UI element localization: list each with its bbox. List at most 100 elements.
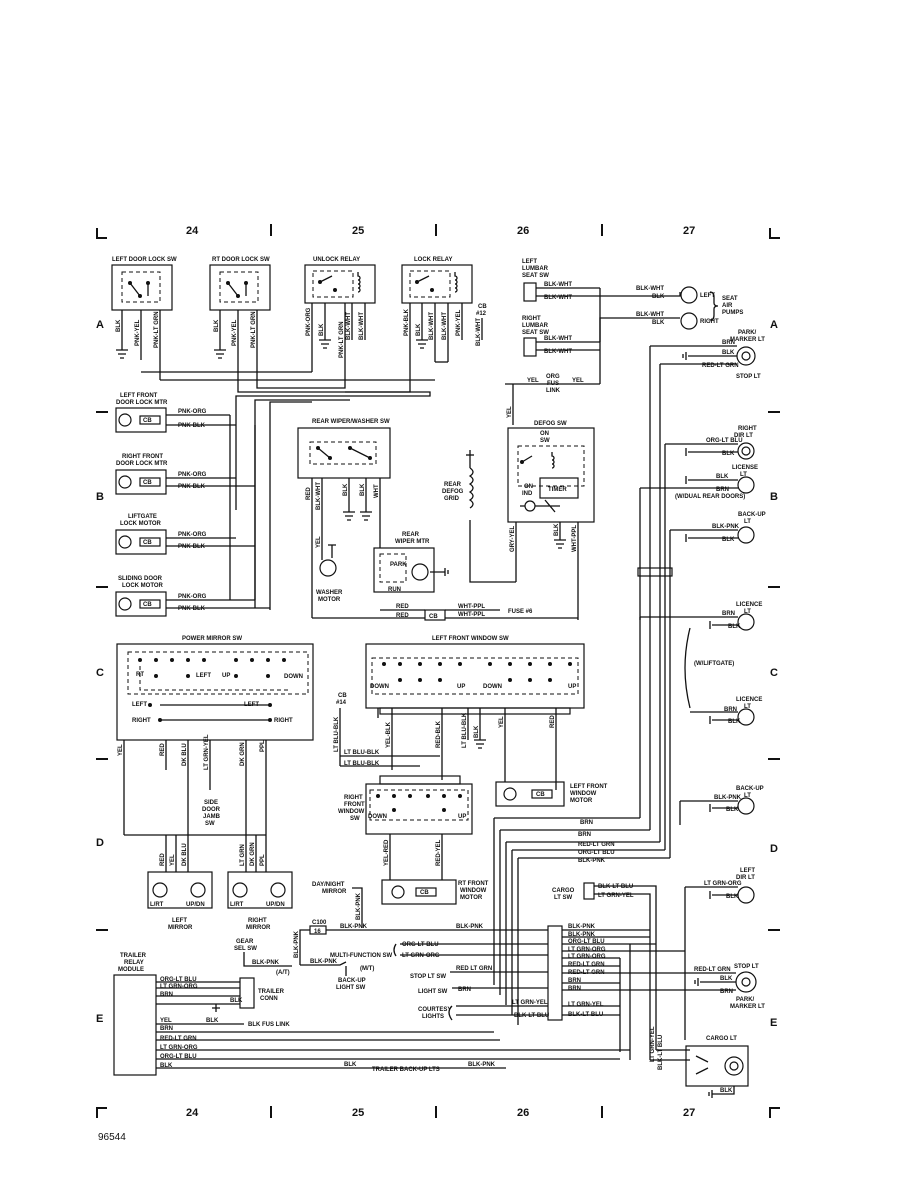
wire-label: BRN: [580, 820, 593, 826]
rf-window-sw-label-4: SW: [350, 816, 360, 822]
wire-label: PNK-YEL: [232, 319, 238, 346]
wire-label: DK GRN: [250, 842, 256, 866]
liftgate-note: (W/LIFTGATE): [684, 627, 734, 709]
right-sel-label-2: RIGHT: [274, 718, 293, 724]
wire-label: PPL: [260, 740, 266, 752]
wire-label: RED: [160, 853, 166, 866]
license-label-2: LT: [740, 472, 747, 478]
side-door-label-2: DOOR: [202, 807, 221, 813]
wire-label: BLK: [160, 1063, 173, 1069]
right-dir-label-1: RIGHT: [738, 426, 757, 432]
column-labels-top: 24 25 26 27: [186, 225, 695, 237]
wire-label: RED: [396, 613, 409, 619]
back-up-lt-top: BACK-UP LT BLK-PNK BLK: [670, 512, 766, 544]
down-label: DOWN: [370, 684, 389, 690]
col-24-top: 24: [186, 225, 199, 237]
stop-lt-sw-label: STOP LT SW: [410, 974, 446, 980]
wire-label: ORG-LT BLU: [568, 939, 605, 945]
cb14-label-2: #14: [336, 700, 347, 706]
wire-label: BLK-PNK: [712, 524, 740, 530]
wire-label: PNK-LT GRN: [251, 311, 257, 348]
right-lumbar-label-3: SEAT SW: [522, 330, 549, 336]
wire-label: PNK-LT GRN: [339, 321, 345, 358]
updn-label: UP/DN: [186, 902, 205, 908]
wire-label: BLK-PNK: [714, 795, 742, 801]
wire-label: BLK-PNK: [568, 924, 596, 930]
left-front-window-sw-label: LEFT FRONT WINDOW SW: [432, 636, 509, 642]
park-marker-label-1: PARK/: [738, 330, 757, 336]
wire-label: RED-LT GRN: [578, 842, 615, 848]
wire-label: BLK: [652, 320, 665, 326]
col-27-top: 27: [683, 225, 695, 237]
day-night-mirror: DAY/NIGHT MIRROR BLK-PNK: [312, 882, 363, 928]
defog-sw-label: DEFOG SW: [534, 421, 567, 427]
right-lumbar-label-1: RIGHT: [522, 316, 541, 322]
gear-sel-label-1: GEAR: [236, 939, 254, 945]
rear-defog-label-1: REAR: [444, 482, 462, 488]
lrt-label: L/RT: [150, 902, 164, 908]
lrt-label: L/RT: [230, 902, 244, 908]
frame: [96, 224, 780, 1118]
backup-bottom-label-2: LT: [744, 793, 751, 799]
wire-label: PNK-BLK: [404, 308, 410, 336]
wire-label: BLK-LT BLU: [658, 1035, 664, 1070]
wire-label: BLK: [230, 998, 243, 1004]
rf-door-lock-mtr-label-2: DOOR LOCK MTR: [116, 461, 168, 467]
gear-sel-label-2: SEL SW: [234, 946, 257, 952]
wire-label: WHT-PPL: [572, 525, 578, 552]
wire-label: PNK-LT GRN: [154, 311, 160, 348]
light-sw-label: LIGHT SW: [418, 989, 448, 995]
lf-window-motor-label-2: WINDOW: [570, 791, 597, 797]
column-labels-bottom: 24 25 26 27: [186, 1107, 695, 1119]
up-label-2: UP: [568, 684, 576, 690]
cargo-lt-sw-label-1: CARGO: [552, 888, 575, 894]
wire-label: BLK-PNK: [252, 960, 280, 966]
up-label: UP: [222, 673, 230, 679]
wire-label: PNK-ORG: [178, 594, 207, 600]
unlock-relay-label: UNLOCK RELAY: [313, 257, 360, 263]
wire-label: BLK: [720, 976, 733, 982]
license-label-1: LICENSE: [732, 465, 758, 471]
trailer-module-label-1: TRAILER: [120, 953, 147, 959]
rf-window-sw-label-2: FRONT: [344, 802, 365, 808]
backup-bottom-label-1: BACK-UP: [736, 786, 764, 792]
wire-label: BLK-PNK: [356, 892, 362, 920]
wire-label: LT BLU-BLK: [344, 750, 380, 756]
wire-label: RED-BLK: [436, 720, 442, 748]
wire-label: BLK: [206, 1018, 219, 1024]
wire-label: RED-LT GRN: [160, 1036, 197, 1042]
wire-label: PNK-ORG: [306, 307, 312, 336]
cb-label: CB: [143, 480, 152, 486]
park-marker-lt-top: PARK/ MARKER LT BRN BLK RED-LT GRN STOP …: [650, 330, 765, 380]
wire-label: PNK-BLK: [178, 544, 206, 550]
wire-label: BLK-PNK: [456, 924, 484, 930]
wire-label: YEL: [170, 854, 176, 866]
wire-label: ORG-LT BLU: [160, 1054, 197, 1060]
org-fus-link: YEL YEL ORG FUS LINK YEL: [505, 374, 600, 425]
wire-label: BLK: [728, 624, 741, 630]
wire-label: LT GRN-ORG: [704, 881, 742, 887]
wire-label: BLK: [720, 1088, 733, 1094]
rear-wiper-mtr-label-1: REAR: [402, 532, 420, 538]
at-label: (A/T): [276, 970, 290, 976]
wire-label: YEL: [527, 378, 539, 384]
wire-label: DK BLU: [182, 743, 188, 766]
rt-window-motor-label-2: WINDOW: [460, 888, 487, 894]
org-fus-label-3: LINK: [546, 388, 561, 394]
wire-label: RED: [396, 604, 409, 610]
wire-label: BRN: [720, 989, 733, 995]
wire-label: YEL: [572, 378, 584, 384]
down-label-2: DOWN: [483, 684, 502, 690]
seat-air-pumps-label-1: SEAT: [722, 296, 738, 302]
courtesy-label-2: LIGHTS: [422, 1014, 444, 1020]
on-sw-label-1: ON: [540, 431, 549, 437]
right-sel-label: RIGHT: [132, 718, 151, 724]
left-door-lock-sw-label: LEFT DOOR LOCK SW: [112, 257, 177, 263]
wire-label: BLK-WHT: [346, 312, 352, 340]
wire-label: LT GRN-ORG: [160, 1045, 198, 1051]
rf-window-sw-label-1: RIGHT: [344, 795, 363, 801]
wire-label: BLK-WHT: [544, 295, 572, 301]
left-sel-label: LEFT: [132, 702, 147, 708]
wire-label: BLK: [722, 537, 735, 543]
wire-label: BLK: [344, 1062, 357, 1068]
